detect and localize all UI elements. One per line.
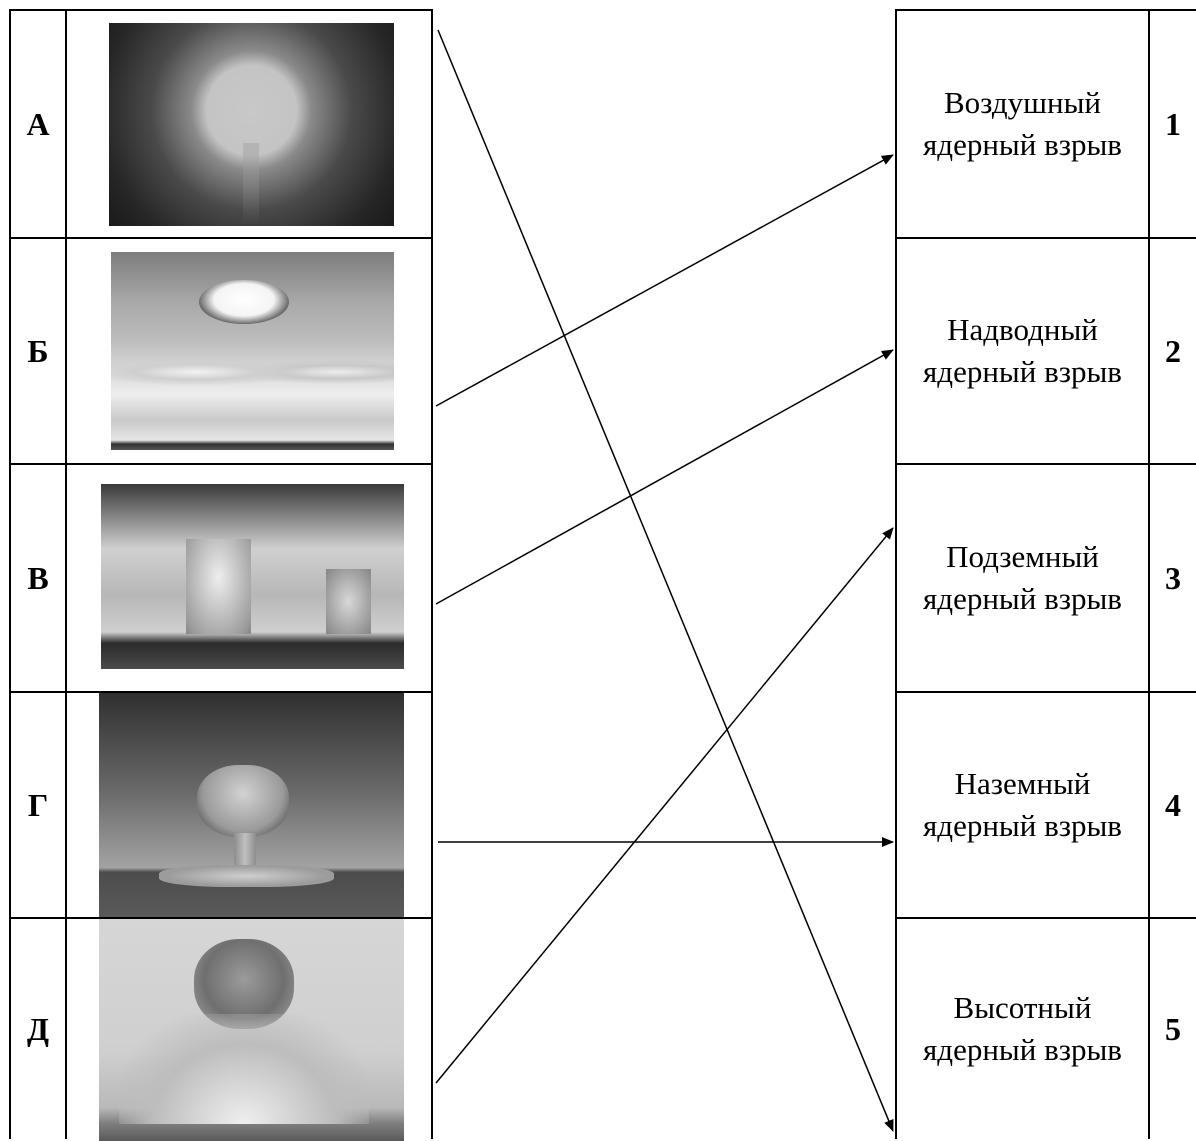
arrow-b-to-1 [435, 154, 894, 407]
bright-fireball-photo [109, 23, 394, 226]
right-table: Воздушный ядерный взрыв 1 Надводный ядер… [895, 9, 1196, 1139]
letter-label: В [11, 465, 67, 691]
arrow-d-to-3 [435, 527, 894, 1084]
left-row-v: В [11, 463, 431, 691]
explosion-number: 1 [1165, 105, 1181, 142]
mushroom-cloud-above-clouds-photo [111, 252, 394, 450]
left-row-a: А [11, 9, 431, 237]
right-row-2: Надводный ядерный взрыв 2 [897, 237, 1196, 463]
explosion-type-label: Воздушный ядерный взрыв [897, 11, 1150, 237]
explosion-number: 5 [1165, 1010, 1181, 1047]
right-row-4: Наземный ядерный взрыв 4 [897, 691, 1196, 917]
underground-eruption-photo [99, 919, 404, 1141]
right-row-5: Высотный ядерный взрыв 5 [897, 917, 1196, 1139]
explosion-number: 3 [1165, 559, 1181, 596]
letter-label: Г [11, 693, 67, 917]
right-row-1: Воздушный ядерный взрыв 1 [897, 9, 1196, 237]
letter-label: Б [11, 239, 67, 463]
right-row-3: Подземный ядерный взрыв 3 [897, 463, 1196, 691]
left-row-g: Г [11, 691, 431, 917]
arrow-a-to-5 [437, 29, 894, 1132]
ground-mushroom-cloud-photo [99, 693, 404, 917]
left-table: А Б В Г Д [9, 9, 433, 1141]
water-column-explosion-photo [101, 484, 404, 669]
explosion-type-label: Подземный ядерный взрыв [897, 465, 1150, 691]
left-row-b: Б [11, 237, 431, 463]
explosion-type-label: Надводный ядерный взрыв [897, 239, 1150, 463]
explosion-type-label: Высотный ядерный взрыв [897, 919, 1150, 1139]
letter-label: Д [11, 919, 67, 1139]
left-row-d: Д [11, 917, 431, 1141]
arrow-v-to-2 [435, 349, 894, 605]
letter-label: А [11, 11, 67, 237]
explosion-number: 2 [1165, 332, 1181, 369]
explosion-number: 4 [1165, 786, 1181, 823]
explosion-type-label: Наземный ядерный взрыв [897, 693, 1150, 917]
